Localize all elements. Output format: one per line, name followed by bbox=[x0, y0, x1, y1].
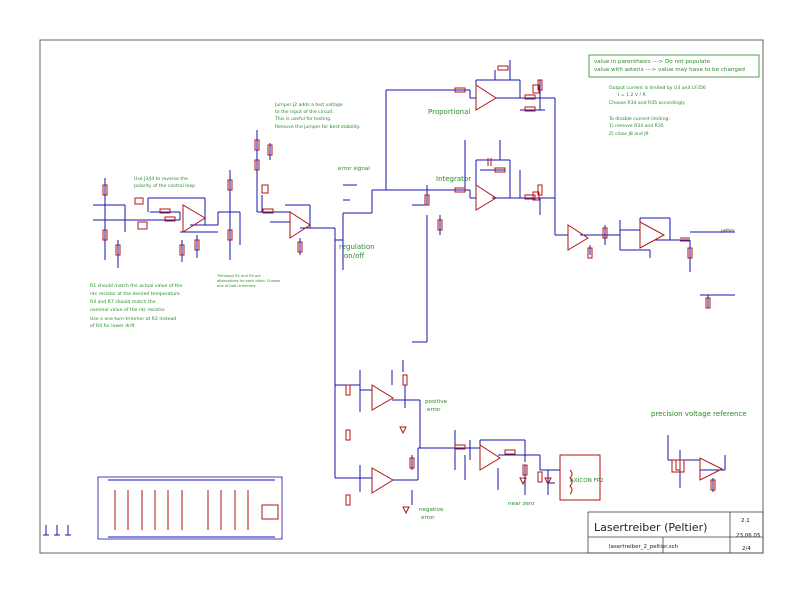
led-positive bbox=[399, 426, 407, 435]
opamp-symbols bbox=[182, 84, 724, 494]
title-block-revision: 2.1 bbox=[741, 518, 750, 524]
note-do-not-populate: value in parenthesis ---> Do not populat… bbox=[594, 59, 711, 65]
label-positive-1: positive bbox=[425, 399, 447, 405]
note-asterix: value with asterix ---> value may have t… bbox=[594, 67, 745, 73]
note-reverse-2: polarity of the control loop bbox=[134, 183, 195, 189]
title-block-sheet: 2/4 bbox=[742, 546, 751, 552]
ground-symbols bbox=[43, 525, 71, 536]
diode-1 bbox=[544, 477, 552, 486]
relay-axicon bbox=[559, 454, 601, 501]
relay-coil bbox=[569, 469, 573, 495]
note-trimpot-2: alternatives for each other. Choose bbox=[217, 279, 281, 283]
passive-components bbox=[102, 65, 716, 506]
led-near-zero bbox=[519, 477, 527, 486]
label-integrator: Integrator bbox=[436, 175, 471, 183]
note-current-formula: I = 1.2 V / R bbox=[618, 92, 647, 98]
led-negative bbox=[402, 506, 410, 515]
label-error-signal: error signal bbox=[338, 166, 370, 172]
note-reverse-1: Use J3/J4 to reverse the bbox=[134, 176, 188, 182]
decoupling-capacitor-bank bbox=[97, 476, 283, 540]
note-disable-step-1: 1) remove R34 and R35 bbox=[609, 123, 664, 129]
title-block-date: 23.06.05 bbox=[736, 533, 761, 539]
note-choose-resistors: Choose R34 and R35 accordingly bbox=[609, 100, 685, 106]
sheet-border bbox=[39, 39, 764, 554]
note-r1-3: R4 and R7 should match the bbox=[90, 299, 156, 305]
title-block-filename: lasertreiber_2_peltier.sch bbox=[609, 544, 679, 550]
title-block: Lasertreiber (Peltier) lasertreiber_2_pe… bbox=[587, 511, 764, 554]
note-r1-6: of R4 for lower drift bbox=[90, 323, 135, 329]
label-negative-1: negative bbox=[419, 507, 444, 513]
note-box bbox=[588, 54, 760, 78]
note-trimpot-1: Trimmpot R2 and R4 are bbox=[216, 274, 262, 278]
label-regulation-1: regulation bbox=[339, 243, 375, 251]
label-negative-2: error bbox=[421, 515, 435, 521]
note-r1-5: Use a one-turn-trimmer at R2 instead bbox=[90, 316, 176, 322]
label-proportional: Proportional bbox=[428, 108, 470, 116]
label-axicon: AXICON FP2 bbox=[570, 478, 604, 484]
note-disable-step-2: 2) close J8 and J9 bbox=[609, 131, 649, 137]
note-jumper-3: This is useful for testing. bbox=[274, 116, 332, 122]
note-jumper-1: Jumper J2 adds a test voltage bbox=[274, 102, 343, 108]
label-positive-2: error bbox=[427, 407, 441, 413]
title-block-title: Lasertreiber (Peltier) bbox=[594, 521, 707, 534]
label-near-zero: near zero bbox=[508, 501, 535, 507]
note-r1-4: nominal value of the ntc resistor. bbox=[90, 307, 166, 313]
label-regulation-2: on/off bbox=[344, 252, 364, 260]
note-r1-1: R1 should match the actual value of the bbox=[90, 283, 182, 289]
label-peltier: peltier bbox=[721, 228, 735, 233]
note-jumper-2: to the input of the circuit. bbox=[275, 109, 334, 115]
note-jumper-4: Remove the jumper for best stability. bbox=[275, 124, 360, 130]
note-current-limit: Output current is limited by U3 and LF35… bbox=[609, 85, 706, 91]
note-disable-heading: To disable current limiting: bbox=[608, 116, 670, 122]
note-trimpot-3: one of both trimmers. bbox=[217, 284, 256, 288]
note-r1-2: ntc resistor at the desired temperature. bbox=[90, 291, 181, 297]
label-precision-reference: precision voltage reference bbox=[651, 410, 747, 418]
